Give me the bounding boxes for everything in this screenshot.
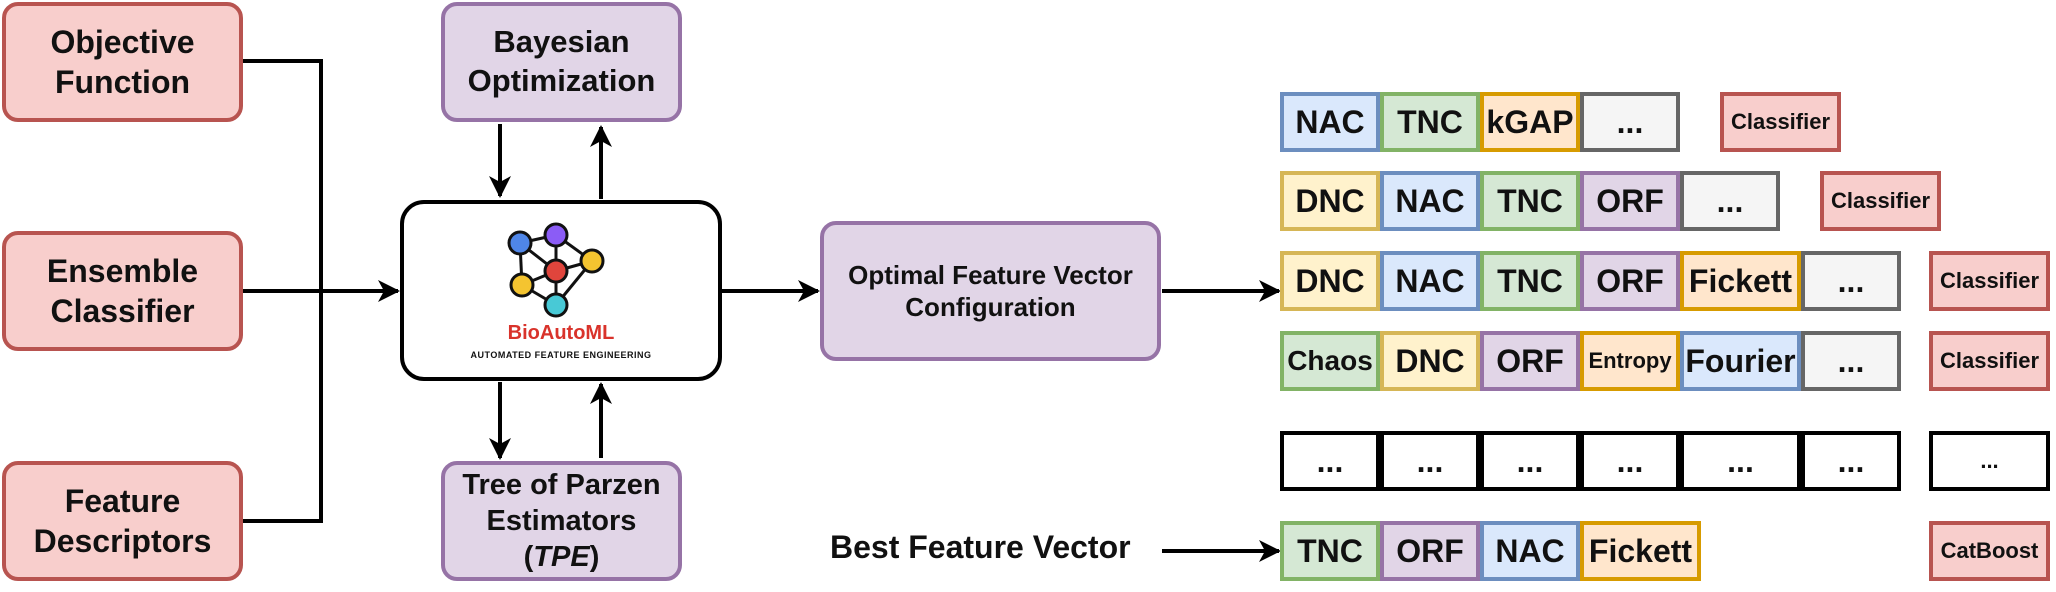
classifier-box: Classifier (1720, 92, 1841, 152)
feature-cell: ... (1580, 92, 1680, 152)
tpe-abbrev: TPE (533, 541, 590, 574)
logo-title: BioAutoML (507, 322, 615, 345)
best-feature-cell: NAC (1480, 521, 1580, 581)
classifier-box: Classifier (1929, 251, 2050, 311)
feature-cell: ... (1380, 431, 1480, 491)
feature-cell: DNC (1280, 251, 1380, 311)
feature-cell: ... (1680, 431, 1801, 491)
feature-cell: kGAP (1480, 92, 1580, 152)
best-feature-cell: TNC (1280, 521, 1380, 581)
feature-cell: ... (1280, 431, 1380, 491)
catboost-box: CatBoost (1929, 521, 2050, 581)
feature-cell: ORF (1480, 331, 1580, 391)
feature-cell: ... (1680, 171, 1780, 231)
best-vector-label: Best Feature Vector (830, 529, 1131, 565)
feature-cell: ... (1801, 431, 1901, 491)
feature-cell: NAC (1380, 171, 1480, 231)
tpe-box: Tree of Parzen Estimators (TPE) (441, 461, 682, 581)
logo-subtitle: AUTOMATED FEATURE ENGINEERING (470, 350, 652, 361)
feature-cell: ... (1801, 331, 1901, 391)
feature-cell: NAC (1280, 92, 1380, 152)
feature-cell: Fickett (1680, 251, 1801, 311)
best-feature-cell: Fickett (1580, 521, 1701, 581)
feature-cell: Fourier (1680, 331, 1801, 391)
feature-cell: TNC (1480, 171, 1580, 231)
feature-cell: Entropy (1580, 331, 1680, 391)
feature-cell: NAC (1380, 251, 1480, 311)
feature-cell: ... (1580, 431, 1680, 491)
classifier-box: Classifier (1820, 171, 1941, 231)
bioautoml-core-box: BioAutoML AUTOMATED FEATURE ENGINEERING (400, 200, 722, 381)
feature-cell: ... (1801, 251, 1901, 311)
best-feature-cell: ORF (1380, 521, 1480, 581)
classifier-box: Classifier (1929, 331, 2050, 391)
feature-cell: ORF (1580, 171, 1680, 231)
classifier-box: ... (1929, 431, 2050, 491)
feature-cell: Chaos (1280, 331, 1380, 391)
feature-cell: DNC (1380, 331, 1480, 391)
feature-cell: TNC (1480, 251, 1580, 311)
network-logo-icon (507, 222, 605, 318)
feature-cell: ORF (1580, 251, 1680, 311)
feature-cell: DNC (1280, 171, 1380, 231)
feature-cell: TNC (1380, 92, 1480, 152)
feature-cell: ... (1480, 431, 1580, 491)
